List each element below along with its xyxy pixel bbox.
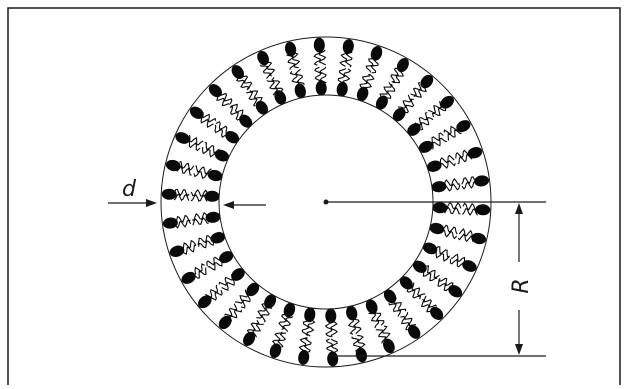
thickness-arrowhead-left bbox=[146, 199, 157, 207]
lipid-head bbox=[162, 217, 178, 230]
lipid-tail bbox=[369, 313, 379, 328]
lipid-head bbox=[394, 56, 411, 74]
lipid-head bbox=[213, 148, 231, 164]
lipid-head bbox=[282, 301, 297, 319]
radius-arrowhead-up bbox=[515, 203, 523, 214]
lipid-tail bbox=[444, 125, 458, 134]
lipid-tail bbox=[440, 161, 455, 169]
lipid-head bbox=[161, 188, 177, 200]
lipid-tail bbox=[331, 321, 337, 337]
lipid-tail bbox=[192, 213, 208, 221]
lipid-head bbox=[303, 307, 316, 323]
lipid-head bbox=[209, 230, 227, 245]
lipid-head bbox=[325, 308, 337, 323]
lipid-tail bbox=[320, 67, 327, 83]
lipid-tail bbox=[435, 247, 450, 257]
lipid-head bbox=[327, 351, 339, 366]
lipid-head bbox=[206, 81, 224, 99]
lipid-tail bbox=[256, 304, 265, 318]
lipid-tail bbox=[302, 320, 310, 336]
lipid-tail bbox=[190, 135, 204, 145]
lipid-head bbox=[272, 88, 288, 106]
lipid-tail bbox=[237, 78, 249, 90]
lipid-head bbox=[244, 280, 262, 299]
lipid-tail bbox=[262, 308, 272, 322]
lipid-head bbox=[473, 174, 489, 187]
lipid-head bbox=[241, 330, 258, 348]
lipid-tail bbox=[246, 92, 257, 106]
frame-border bbox=[8, 8, 620, 385]
lipid-head bbox=[411, 258, 430, 276]
lipid-head bbox=[205, 211, 221, 224]
lipid-head bbox=[165, 158, 182, 172]
lipid-head bbox=[188, 104, 207, 122]
lipid-head bbox=[390, 105, 408, 124]
lipid-tail bbox=[444, 184, 460, 191]
radius-label: R bbox=[509, 278, 534, 293]
lipid-tail bbox=[279, 314, 287, 329]
lipid-tail bbox=[426, 266, 439, 278]
lipid-head bbox=[229, 63, 247, 82]
thickness-arrowhead-right bbox=[223, 201, 234, 209]
radius-arrowhead-down bbox=[515, 344, 523, 355]
lipid-head bbox=[237, 112, 255, 130]
lipid-tail bbox=[405, 312, 416, 325]
lipid-tail bbox=[433, 138, 447, 149]
lipid-head bbox=[313, 37, 325, 52]
lipid-tail bbox=[202, 112, 215, 122]
thickness-label: d bbox=[122, 177, 137, 202]
lipid-tail bbox=[383, 326, 390, 340]
lipid-head bbox=[336, 81, 349, 97]
lipid-tail bbox=[444, 179, 460, 186]
lipid-head bbox=[354, 346, 368, 363]
lipid-head bbox=[342, 38, 355, 54]
lipid-tail bbox=[225, 304, 237, 316]
lipid-tail bbox=[260, 65, 270, 79]
lipid-head bbox=[475, 204, 491, 216]
lipid-head bbox=[284, 40, 298, 57]
lipid-head bbox=[470, 231, 487, 245]
lipid-tail bbox=[463, 209, 478, 216]
lipid-head bbox=[217, 249, 235, 266]
lipid-tail bbox=[450, 259, 464, 267]
lipid-tail bbox=[371, 59, 378, 73]
lipid-head bbox=[373, 93, 390, 111]
